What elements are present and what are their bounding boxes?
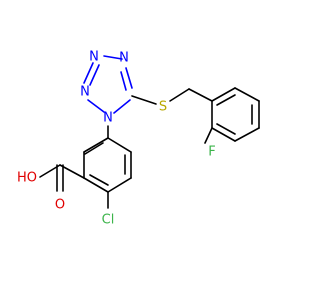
bond-br3-inner — [89, 174, 109, 186]
atom-cl: Cl — [102, 213, 115, 228]
atom-n-ring-attach: N — [103, 111, 113, 126]
bond-n1-n2 — [83, 62, 94, 84]
bond-n1-n4 — [103, 55, 123, 60]
bond-n2-n3 — [87, 99, 105, 113]
bond-ar4 — [234, 127, 260, 142]
bond-br4 — [107, 177, 132, 193]
tetrazole-ring — [83, 55, 133, 114]
bond-n4-c5-double — [120, 71, 127, 91]
atom-hydroxyl: HO — [17, 171, 37, 186]
bond-ar1-inner — [216, 94, 236, 106]
bond-br3 — [83, 177, 109, 193]
atom-n-top-left: N — [89, 50, 99, 65]
bond-ar-f — [204, 127, 213, 144]
atom-s: S — [159, 100, 167, 115]
bond-br1 — [83, 137, 109, 153]
thioether-linker — [131, 88, 213, 105]
bond-n4-c5 — [125, 67, 133, 89]
bond-s-ch2 — [169, 88, 190, 102]
bond-br6 — [107, 137, 132, 153]
atom-carbonyl-o: O — [55, 198, 65, 213]
bond-ring-cooh — [59, 164, 85, 179]
atom-f: F — [208, 145, 215, 160]
bond-ar5 — [211, 127, 236, 142]
bond-ar2 — [234, 87, 260, 102]
molecule-structure-diagram: N N N N S F HO O Cl — [17, 50, 260, 228]
bond-c5-n3 — [113, 99, 131, 114]
bond-br1-inner — [84, 142, 104, 155]
atom-n-top-right: N — [119, 51, 129, 66]
bond-ar1 — [211, 87, 236, 102]
carboxylic-acid-group — [39, 164, 85, 192]
bond-n2-n2-double — [89, 64, 100, 86]
bond-ch2-ring — [188, 88, 213, 102]
benzoic-acid-ring — [83, 137, 132, 193]
fluorophenyl-ring — [204, 87, 260, 144]
bond-c5-s — [131, 95, 157, 105]
bond-ar5-inner — [216, 123, 236, 135]
atom-n-left: N — [80, 85, 90, 100]
